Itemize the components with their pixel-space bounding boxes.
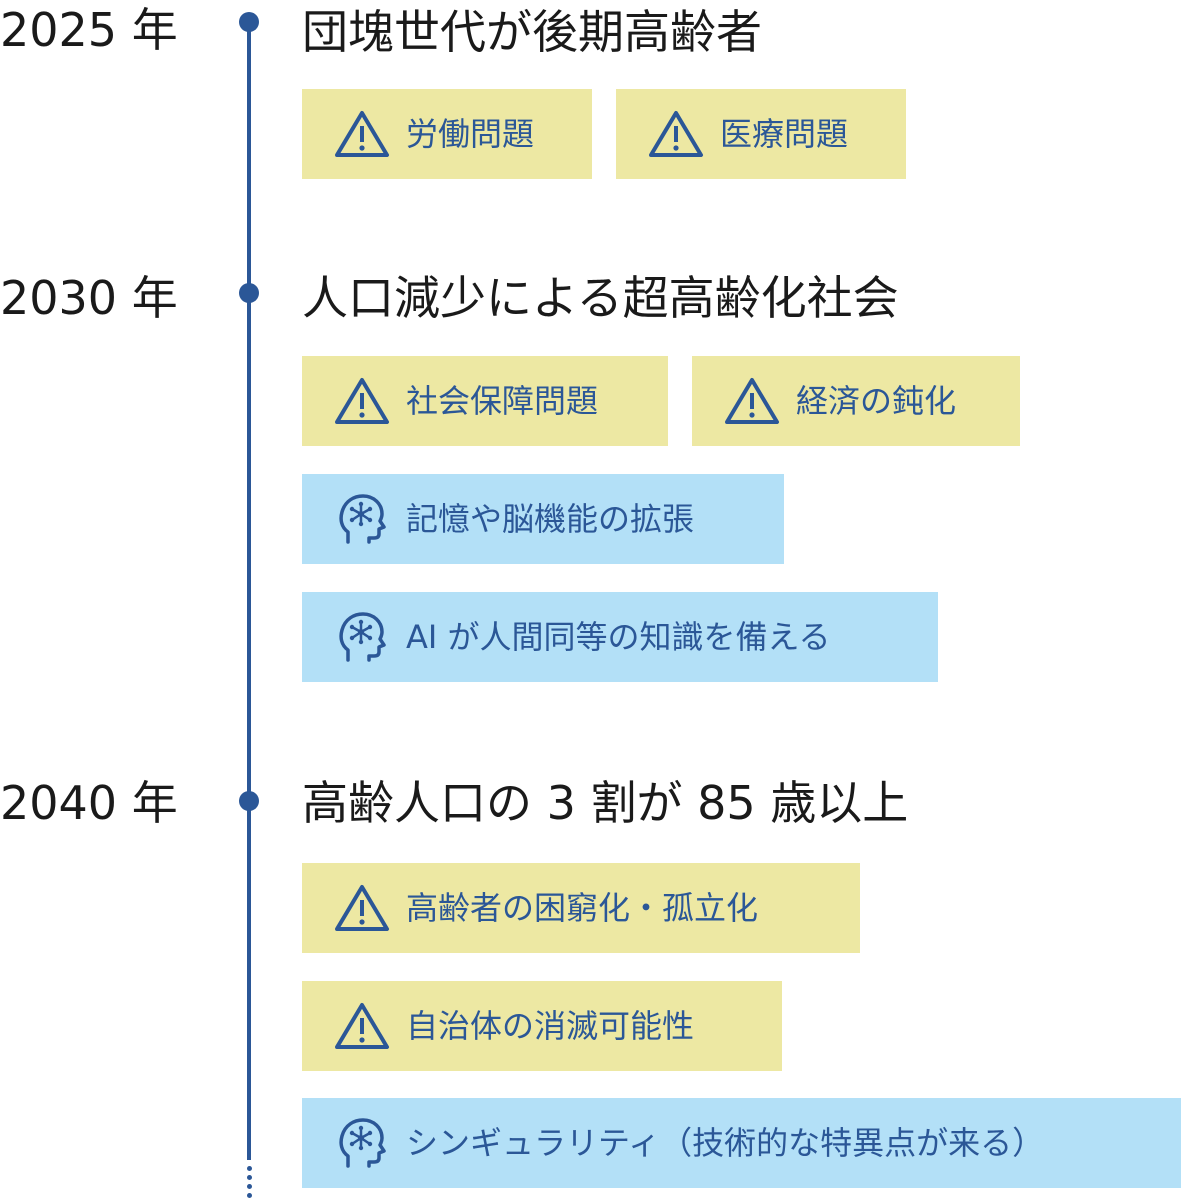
tag-label: 医療問題 [720,115,849,153]
warning-icon [332,373,392,429]
warning-tag: 経済の鈍化 [692,356,1020,446]
warning-icon [646,106,706,162]
ai-tag: AI が人間同等の知識を備える [302,592,938,682]
brain-icon [332,1115,392,1171]
warning-tag: 医療問題 [616,89,906,179]
ai-tag: シンギュラリティ（技術的な特異点が来る） [302,1098,1181,1188]
year-label: 2040 年 [0,776,178,830]
timeline-line [247,22,251,1160]
warning-icon [332,998,392,1054]
warning-tag: 高齢者の困窮化・孤立化 [302,863,860,953]
warning-tag: 社会保障問題 [302,356,668,446]
tag-label: 経済の鈍化 [796,382,957,420]
tag-label: AI が人間同等の知識を備える [406,618,831,656]
tag-label: 記憶や脳機能の拡張 [406,500,695,538]
warning-tag: 自治体の消滅可能性 [302,981,782,1071]
tag-label: 自治体の消滅可能性 [406,1007,695,1045]
warning-tag: 労働問題 [302,89,592,179]
warning-icon [722,373,782,429]
year-label: 2030 年 [0,271,178,325]
tag-label: 社会保障問題 [406,382,599,420]
timeline-node-2040 [239,791,259,811]
tag-label: シンギュラリティ（技術的な特異点が来る） [406,1124,1045,1162]
ai-tag: 記憶や脳機能の拡張 [302,474,784,564]
timeline-continuation-dots [246,1166,252,1198]
event-heading: 人口減少による超高齢化社会 [302,271,899,325]
timeline-node-2025 [239,12,259,32]
year-label: 2025 年 [0,3,178,57]
tag-label: 労働問題 [406,115,535,153]
event-heading: 高齢人口の 3 割が 85 歳以上 [302,776,909,830]
event-heading: 団塊世代が後期高齢者 [302,5,762,59]
tag-label: 高齢者の困窮化・孤立化 [406,889,759,927]
brain-icon [332,609,392,665]
brain-icon [332,491,392,547]
warning-icon [332,880,392,936]
timeline-node-2030 [239,283,259,303]
warning-icon [332,106,392,162]
